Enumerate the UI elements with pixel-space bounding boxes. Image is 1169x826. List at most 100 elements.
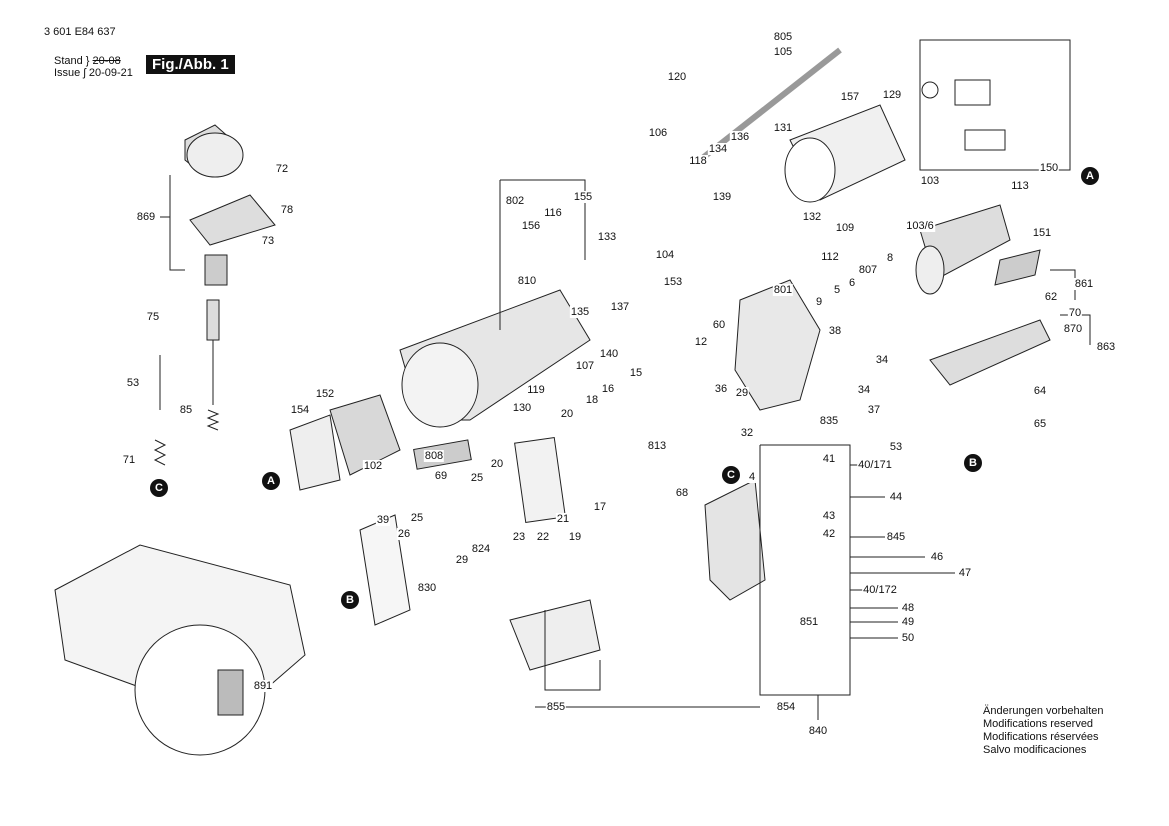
part-number-label: 20 (489, 458, 505, 470)
stand-value: 20-08 (92, 55, 121, 67)
part-number-label: 116 (543, 207, 563, 219)
part-number-label: 22 (535, 531, 551, 543)
note-en: Modifications reserved (983, 718, 1094, 730)
part-number-label: 78 (279, 204, 295, 216)
part-number-label: 9 (814, 296, 824, 308)
part-number-label: 139 (711, 191, 733, 203)
part-number-label: 813 (646, 440, 668, 452)
part-number-label: 155 (572, 191, 594, 203)
part-number-label: 38 (827, 325, 843, 337)
part-number-label: 870 (1062, 323, 1084, 335)
part-number-label: 47 (957, 567, 973, 579)
part-number-label: 119 (526, 384, 546, 396)
part-number-label: 6 (847, 277, 857, 289)
part-number-label: 810 (516, 275, 538, 287)
part-number: 3 601 E84 637 (44, 26, 116, 38)
stand-row: Stand } 20-08 (54, 55, 121, 67)
part-number-label: 861 (1073, 278, 1095, 290)
part-number-label: 72 (274, 163, 290, 175)
part-number-label: 136 (729, 131, 751, 143)
part-number-label: 807 (857, 264, 879, 276)
part-number-label: 854 (775, 701, 797, 713)
figure-label: Fig./Abb. 1 (146, 55, 235, 74)
part-number-label: 120 (666, 71, 688, 83)
part-number-label: 36 (713, 383, 729, 395)
note-fr: Modifications réservées (983, 731, 1099, 743)
part-number-label: 132 (801, 211, 823, 223)
part-number-label: 34 (874, 354, 890, 366)
callout-marker: A (262, 472, 280, 490)
part-number-label: 43 (821, 510, 837, 522)
note-es: Salvo modificaciones (983, 744, 1087, 756)
part-number-label: 18 (584, 394, 600, 406)
part-number-label: 851 (798, 616, 820, 628)
part-number-label: 135 (569, 306, 591, 318)
issue-row: Issue ʃ 20-09-21 (54, 67, 133, 79)
part-number-label: 48 (900, 602, 916, 614)
part-number-label: 60 (711, 319, 727, 331)
part-number-label: 845 (885, 531, 907, 543)
part-number-label: 23 (511, 531, 527, 543)
callout-marker: C (150, 479, 168, 497)
part-number-label: 154 (289, 404, 311, 416)
part-number-label: 25 (409, 512, 425, 524)
part-number-label: 62 (1043, 291, 1059, 303)
part-number-label: 40/171 (857, 459, 893, 471)
part-number-label: 131 (772, 122, 794, 134)
part-number-label: 32 (739, 427, 755, 439)
part-number-label: 107 (574, 360, 596, 372)
part-number-label: 71 (121, 454, 137, 466)
part-number-label: 118 (688, 155, 708, 167)
part-number-label: 42 (821, 528, 837, 540)
part-number-label: 801 (772, 284, 794, 296)
part-number-label: 41 (821, 453, 837, 465)
callout-marker: B (341, 591, 359, 609)
part-number-label: 73 (260, 235, 276, 247)
part-number-label: 65 (1032, 418, 1048, 430)
part-number-label: 20 (559, 408, 575, 420)
part-number-label: 15 (628, 367, 644, 379)
part-number-label: 113 (1010, 180, 1030, 192)
part-number-label: 156 (520, 220, 542, 232)
part-number-label: 39 (375, 514, 391, 526)
part-number-label: 105 (772, 46, 794, 58)
part-number-label: 4 (747, 471, 757, 483)
part-number-label: 140 (598, 348, 620, 360)
part-number-label: 133 (596, 231, 618, 243)
part-number-label: 805 (772, 31, 794, 43)
part-number-label: 150 (1038, 162, 1060, 174)
part-number-label: 103/6 (905, 220, 935, 232)
part-number-label: 863 (1095, 341, 1117, 353)
callout-marker: B (964, 454, 982, 472)
part-number-label: 19 (567, 531, 583, 543)
part-number-label: 112 (820, 251, 840, 263)
part-number-label: 21 (555, 513, 571, 525)
part-number-label: 16 (600, 383, 616, 395)
part-number-label: 17 (592, 501, 608, 513)
part-number-label: 46 (929, 551, 945, 563)
part-number-label: 53 (125, 377, 141, 389)
part-number-label: 44 (888, 491, 904, 503)
part-number-label: 102 (362, 460, 384, 472)
part-number-label: 29 (454, 554, 470, 566)
modification-notes: Änderungen vorbehalten Modifications res… (983, 705, 1103, 757)
part-number-label: 103 (919, 175, 941, 187)
issue-value: 20-09-21 (88, 67, 133, 79)
part-number-label: 29 (734, 387, 750, 399)
part-number-label: 109 (834, 222, 856, 234)
issue-label: Issue (54, 67, 81, 79)
part-number-label: 106 (647, 127, 669, 139)
part-number-label: 50 (900, 632, 916, 644)
part-number-label: 824 (470, 543, 492, 555)
part-number-label: 840 (807, 725, 829, 737)
part-number-label: 5 (832, 284, 842, 296)
part-number-label: 802 (504, 195, 526, 207)
stand-label: Stand (54, 55, 83, 67)
part-number-label: 157 (839, 91, 861, 103)
part-number-label: 129 (881, 89, 903, 101)
part-number-label: 53 (888, 441, 904, 453)
part-number-label: 64 (1032, 385, 1048, 397)
callout-marker: A (1081, 167, 1099, 185)
part-number-label: 75 (145, 311, 161, 323)
